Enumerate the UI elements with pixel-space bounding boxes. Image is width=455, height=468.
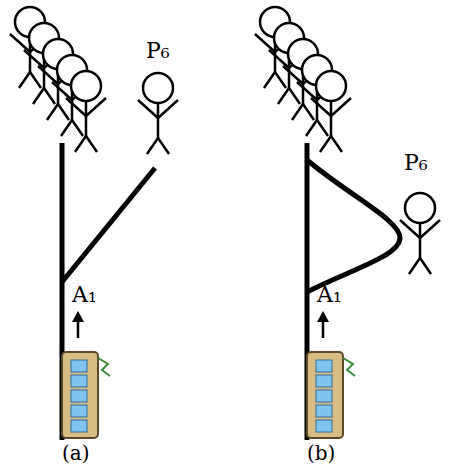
person-figure xyxy=(138,73,178,154)
arrow-head xyxy=(317,311,329,322)
direction-arrow xyxy=(322,320,325,338)
person-label: P₆ xyxy=(404,152,428,174)
loop-track xyxy=(307,160,400,292)
trolley xyxy=(62,352,110,438)
crowd-figures xyxy=(10,7,106,152)
panel-b xyxy=(255,7,440,440)
direction-arrow xyxy=(77,320,80,338)
side-track xyxy=(62,168,155,282)
panel-label: (b) xyxy=(307,443,335,463)
crowd-figures xyxy=(255,7,351,152)
person-label: P₆ xyxy=(146,40,170,62)
panel-a xyxy=(10,7,178,440)
person-figure xyxy=(400,193,440,274)
arrow-head xyxy=(72,311,84,322)
agent-label: A₁ xyxy=(72,284,97,306)
agent-label: A₁ xyxy=(317,284,342,306)
trolley xyxy=(307,352,355,438)
panel-label: (a) xyxy=(62,443,90,463)
